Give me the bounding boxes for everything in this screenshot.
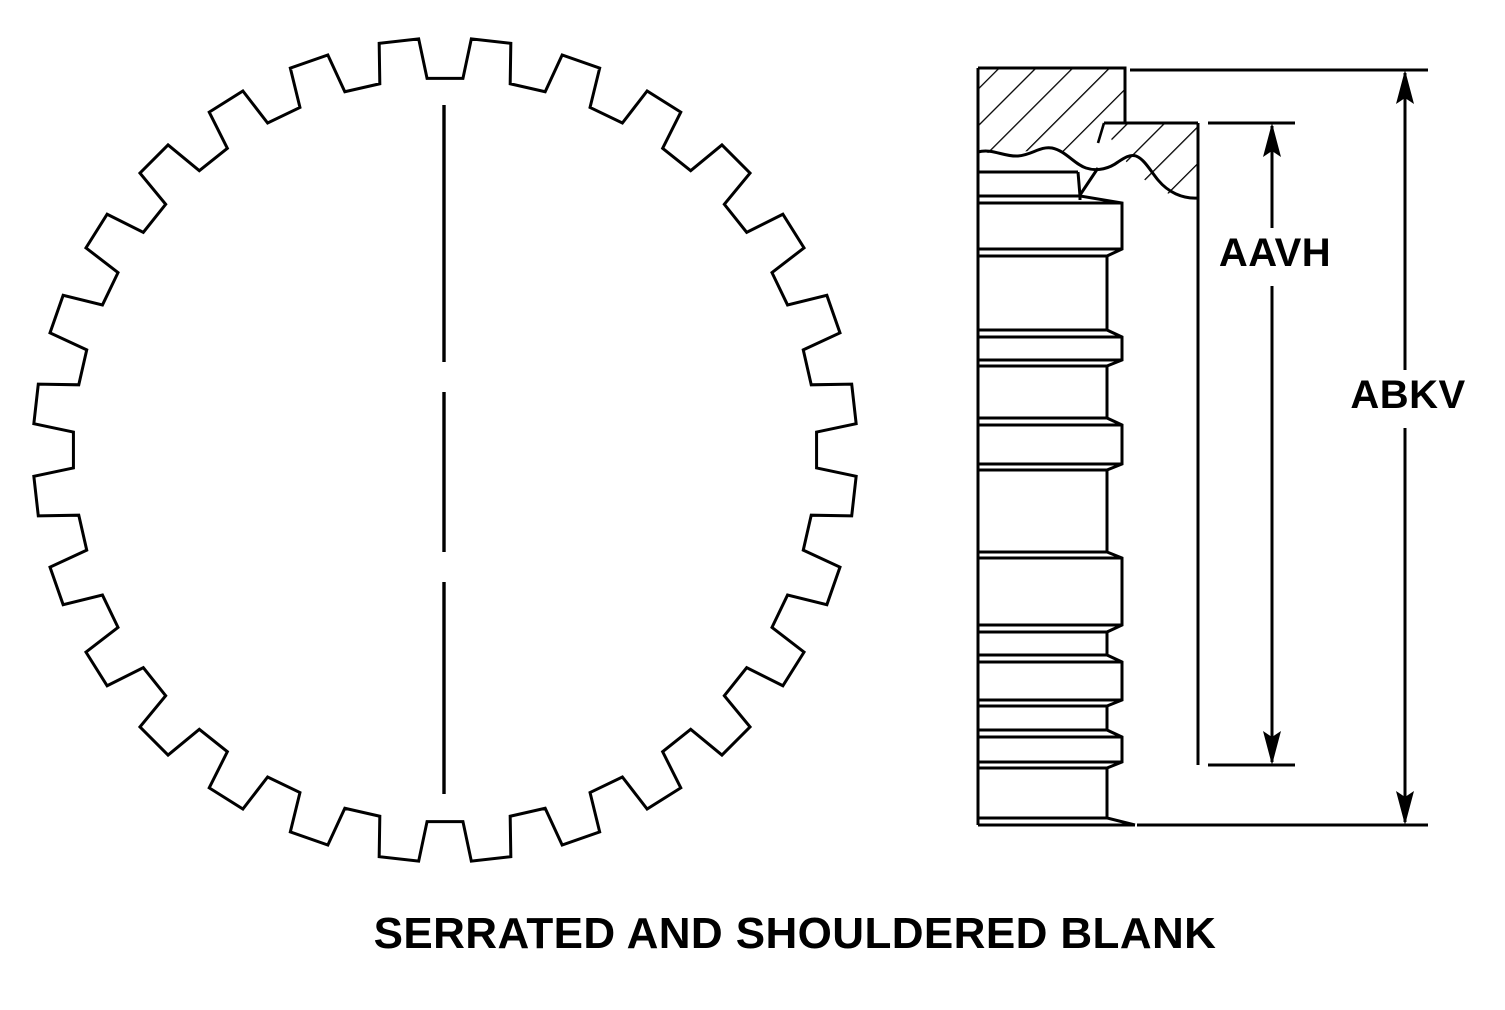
aavh-label: AAVH xyxy=(1219,231,1331,275)
section-view-group xyxy=(976,66,1200,827)
abkv-arrow-down xyxy=(1396,791,1414,825)
serration-right-silhouette xyxy=(1076,171,1136,827)
abkv-label: ABKV xyxy=(1350,373,1465,417)
front-view-group xyxy=(32,37,858,863)
break-line-wavy xyxy=(976,146,1200,200)
serration-band-stack xyxy=(976,152,1136,827)
break-line-tick xyxy=(1096,122,1106,144)
dimension-abkv-group: ABKV xyxy=(1130,68,1465,827)
shoulder-hatch-fill xyxy=(1104,123,1198,199)
drawing-caption: SERRATED AND SHOULDERED BLANK xyxy=(374,909,1217,958)
head-block-outline xyxy=(978,66,1127,123)
aavh-arrow-down xyxy=(1263,731,1281,765)
dimension-aavh-group: AAVH xyxy=(1208,121,1331,767)
shoulder-block-hatched xyxy=(1104,121,1200,765)
aavh-arrow-up xyxy=(1263,123,1281,157)
abkv-arrow-up xyxy=(1396,70,1414,104)
serrated-gear-outline xyxy=(32,37,858,863)
